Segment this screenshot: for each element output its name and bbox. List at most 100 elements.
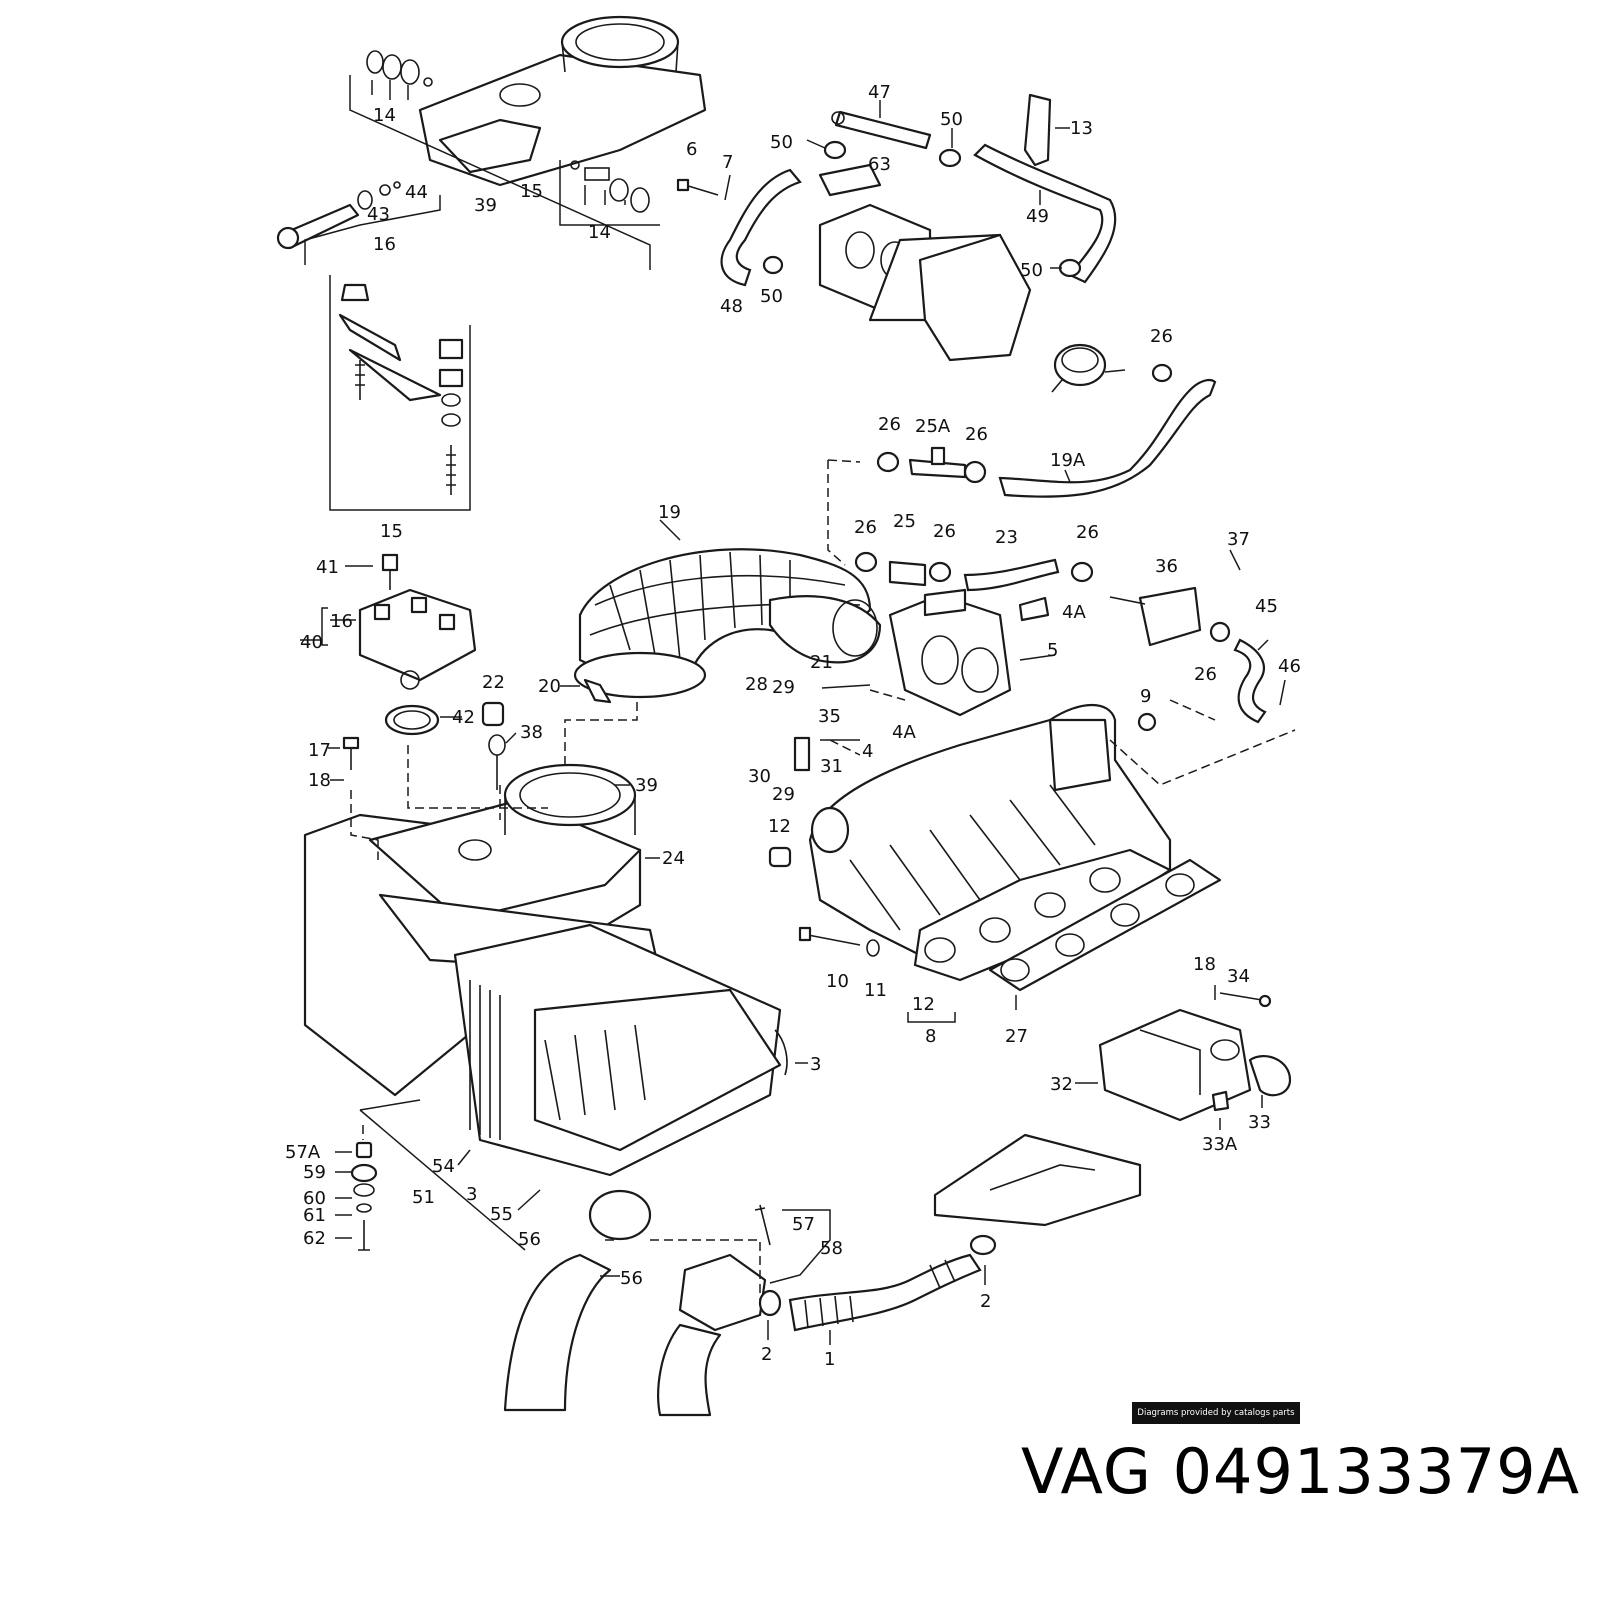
callout-50: 50 <box>1020 260 1043 281</box>
callout-14: 14 <box>373 105 396 126</box>
callout-46: 46 <box>1278 656 1301 677</box>
callout-4A: 4A <box>892 722 916 743</box>
small-bracket-31 <box>793 736 811 772</box>
vacuum-valve-26 <box>1051 343 1126 393</box>
pipe-47 <box>831 110 932 150</box>
callout-43: 43 <box>367 204 390 225</box>
callout-2: 2 <box>980 1291 991 1312</box>
air-flow-meter-58 <box>678 1204 771 1332</box>
intake-boot-connector <box>657 1323 722 1417</box>
control-unit-32 <box>1098 1008 1252 1122</box>
o-ring-set-right <box>570 160 650 213</box>
callout-24: 24 <box>662 848 685 869</box>
callout-14: 14 <box>588 222 611 243</box>
callout-44: 44 <box>405 182 428 203</box>
callout-26: 26 <box>854 517 877 538</box>
air-cleaner-housing <box>303 763 782 1241</box>
fuel-distributor-40 <box>358 553 477 690</box>
callout-59: 59 <box>303 1162 326 1183</box>
callout-38: 38 <box>520 722 543 743</box>
callout-45: 45 <box>1255 596 1278 617</box>
clamps-50 <box>762 140 1082 278</box>
corrugated-hose-1 <box>788 1253 982 1332</box>
callout-57A: 57A <box>285 1142 321 1163</box>
plug-12 <box>768 846 792 868</box>
callout-2: 2 <box>761 1344 772 1365</box>
callout-19A: 19A <box>1050 450 1086 471</box>
callout-39: 39 <box>635 775 658 796</box>
bracket-4A <box>1018 596 1050 622</box>
callout-12: 12 <box>768 816 791 837</box>
gasket-42 <box>384 704 440 736</box>
callout-26: 26 <box>1194 664 1217 685</box>
bracket-13 <box>1023 93 1052 167</box>
callout-16: 16 <box>330 611 353 632</box>
callout-39: 39 <box>474 195 497 216</box>
callout-26: 26 <box>1150 326 1173 347</box>
callout-54: 54 <box>432 1156 455 1177</box>
callout-9: 9 <box>1140 686 1151 707</box>
bolt-10 <box>798 926 861 946</box>
callout-28: 28 <box>745 674 768 695</box>
callout-33: 33 <box>1248 1112 1271 1133</box>
callout-61: 61 <box>303 1205 326 1226</box>
t-connector-25A <box>908 446 967 479</box>
callout-27: 27 <box>1005 1026 1028 1047</box>
callout-15: 15 <box>520 181 543 202</box>
callout-25: 25 <box>893 511 916 532</box>
callout-5: 5 <box>1047 640 1058 661</box>
bolt-35 <box>821 684 871 689</box>
bracket-kit-15 <box>329 275 471 511</box>
clip-3 <box>774 1029 788 1076</box>
callout-26: 26 <box>965 424 988 445</box>
callout-26: 26 <box>1076 522 1099 543</box>
callout-8: 8 <box>925 1026 936 1047</box>
o-ring-set-left <box>366 50 433 87</box>
screw-17 <box>342 736 360 770</box>
callout-40: 40 <box>300 632 323 653</box>
callout-57: 57 <box>792 1214 815 1235</box>
callout-50: 50 <box>940 109 963 130</box>
callout-56: 56 <box>620 1268 643 1289</box>
hose-clamp-2 <box>758 1234 997 1317</box>
callout-13: 13 <box>1070 118 1093 139</box>
callout-32: 32 <box>1050 1074 1073 1095</box>
grommet-stack <box>350 1141 378 1251</box>
intake-duct-19 <box>573 548 872 704</box>
cap-33A <box>1211 1090 1230 1112</box>
diagram-credit-badge: Diagrams provided by catalogs parts <box>1132 1402 1300 1424</box>
callout-23: 23 <box>995 527 1018 548</box>
washer-11 <box>866 939 880 957</box>
callout-26: 26 <box>878 414 901 435</box>
bolt-6 <box>676 178 719 196</box>
callout-50: 50 <box>760 286 783 307</box>
callout-34: 34 <box>1227 966 1250 987</box>
callout-10: 10 <box>826 971 849 992</box>
part-number-caption: VAG 049133379A <box>1021 1435 1580 1508</box>
sensor-38 <box>488 734 506 790</box>
callout-51: 51 <box>412 1187 435 1208</box>
callout-16: 16 <box>373 234 396 255</box>
intake-pipe-upper <box>918 233 1032 362</box>
plug-9 <box>1137 712 1157 732</box>
callout-30: 30 <box>748 766 771 787</box>
callout-33A: 33A <box>1202 1134 1238 1155</box>
callout-21: 21 <box>810 652 833 673</box>
callout-17: 17 <box>308 740 331 761</box>
callout-19: 19 <box>658 502 681 523</box>
injector-valve-16 <box>276 181 401 250</box>
callout-1: 1 <box>824 1349 835 1370</box>
connector-25 <box>888 560 927 587</box>
bellows-21 <box>768 595 882 664</box>
callout-22: 22 <box>482 672 505 693</box>
callout-48: 48 <box>720 296 743 317</box>
callout-25A: 25A <box>915 416 951 437</box>
callout-4A: 4A <box>1062 602 1086 623</box>
callout-31: 31 <box>820 756 843 777</box>
callout-56: 56 <box>518 1229 541 1250</box>
callout-55: 55 <box>490 1204 513 1225</box>
callout-4: 4 <box>862 741 873 762</box>
callout-15: 15 <box>380 521 403 542</box>
hose-23 <box>963 558 1060 592</box>
callout-58: 58 <box>820 1238 843 1259</box>
